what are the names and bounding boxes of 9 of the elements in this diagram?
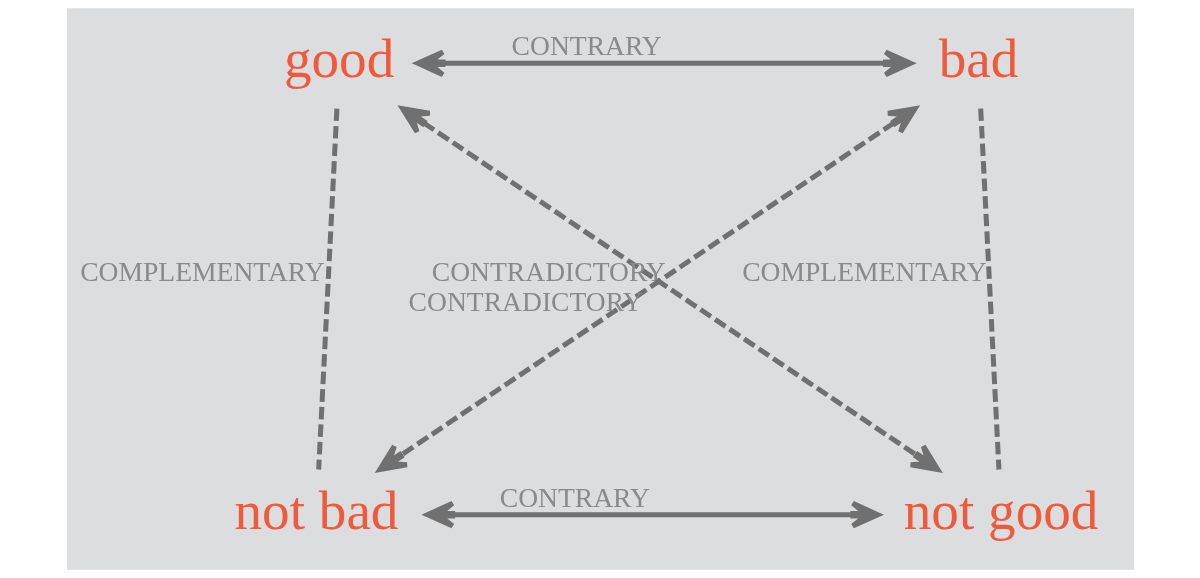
connector bbox=[315, 108, 339, 470]
edge-label: COMPLEMENTARY bbox=[741, 256, 987, 288]
node-text: not bad bbox=[234, 479, 398, 541]
node-text: bad bbox=[938, 28, 1018, 90]
edge-label: COMPLEMENTARY bbox=[79, 256, 325, 288]
connector bbox=[977, 108, 1001, 470]
node-text: good bbox=[283, 28, 394, 90]
edge-label: CONTRARY bbox=[511, 30, 662, 62]
node-text: not good bbox=[903, 479, 1098, 541]
